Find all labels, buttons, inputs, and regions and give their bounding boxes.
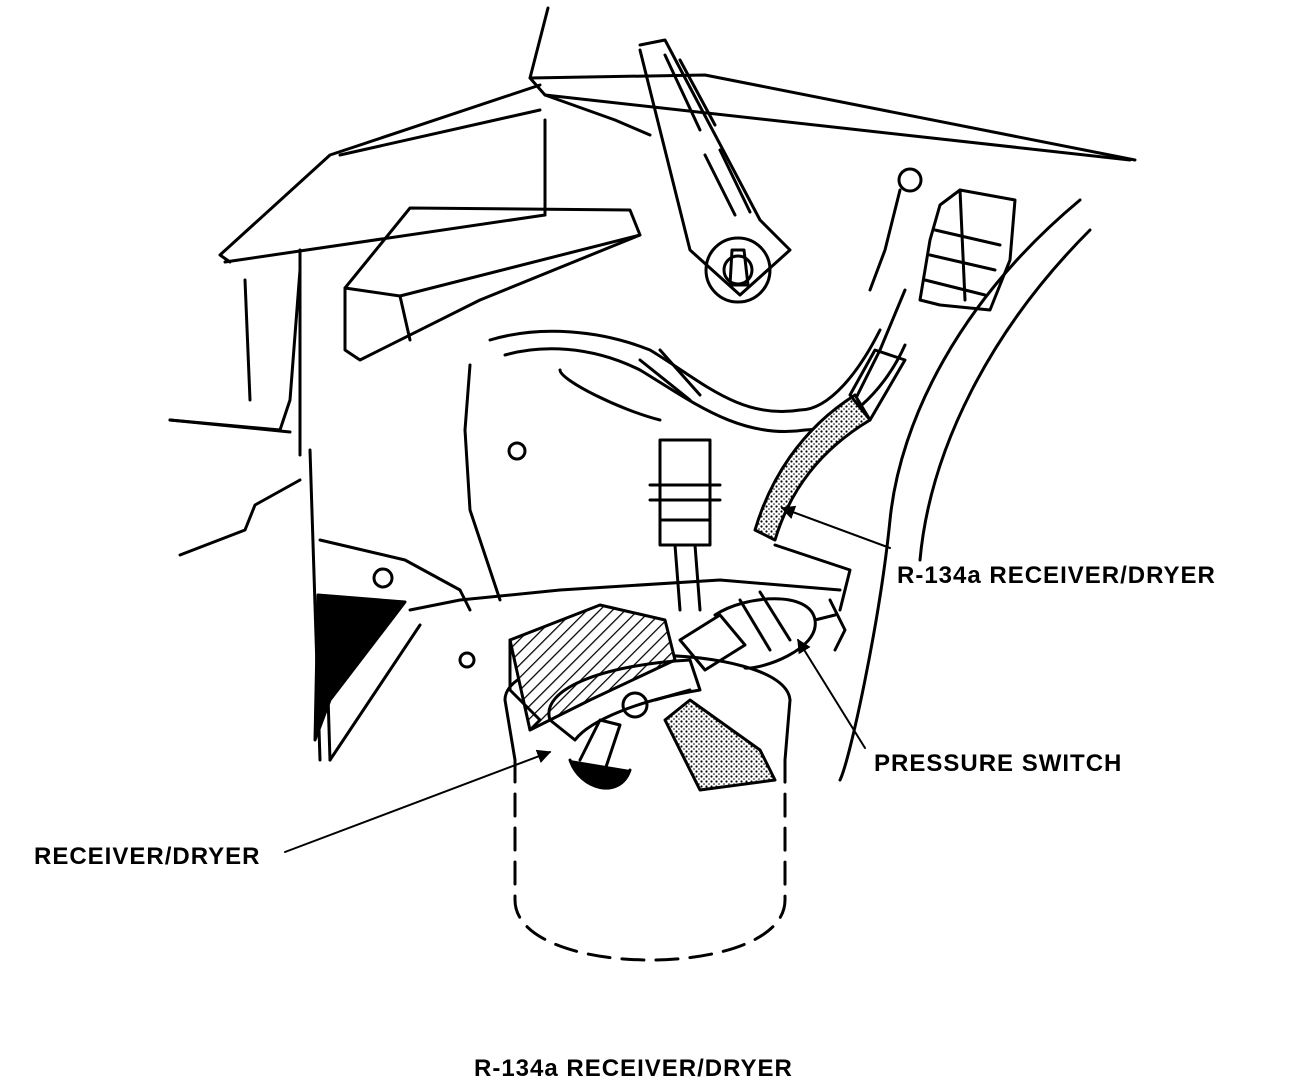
mounting-bracket [343, 206, 642, 362]
inner-fender [308, 198, 1092, 782]
strut-rod [638, 38, 792, 304]
mount-hole [507, 441, 527, 461]
receiver-dryer-label: RECEIVER/DRYER [34, 843, 261, 870]
leader-lines [284, 505, 891, 853]
mount-hole [458, 651, 476, 669]
electrical-connector [853, 167, 1017, 402]
leader-r134a [780, 505, 891, 549]
wiring-harness [463, 328, 907, 602]
figure-caption: R-134a RECEIVER/DRYER [474, 1055, 793, 1082]
refrigerant-line [753, 393, 872, 542]
leader-pressure-switch [797, 638, 866, 749]
leader-receiver-dryer [284, 749, 552, 853]
upper-body-panel [168, 6, 1137, 557]
canister-fittings [547, 658, 777, 792]
shadow-area [313, 593, 407, 742]
pressure-switch-label: PRESSURE SWITCH [874, 750, 1123, 777]
pressure-switch [678, 543, 852, 672]
bolt [372, 567, 394, 589]
r134a-receiver-dryer-label: R-134a RECEIVER/DRYER [897, 562, 1216, 589]
clamp-block [508, 603, 677, 732]
refrigerant-line-end [848, 348, 907, 422]
clamp-block-face [508, 638, 542, 732]
inline-connector [648, 438, 722, 612]
